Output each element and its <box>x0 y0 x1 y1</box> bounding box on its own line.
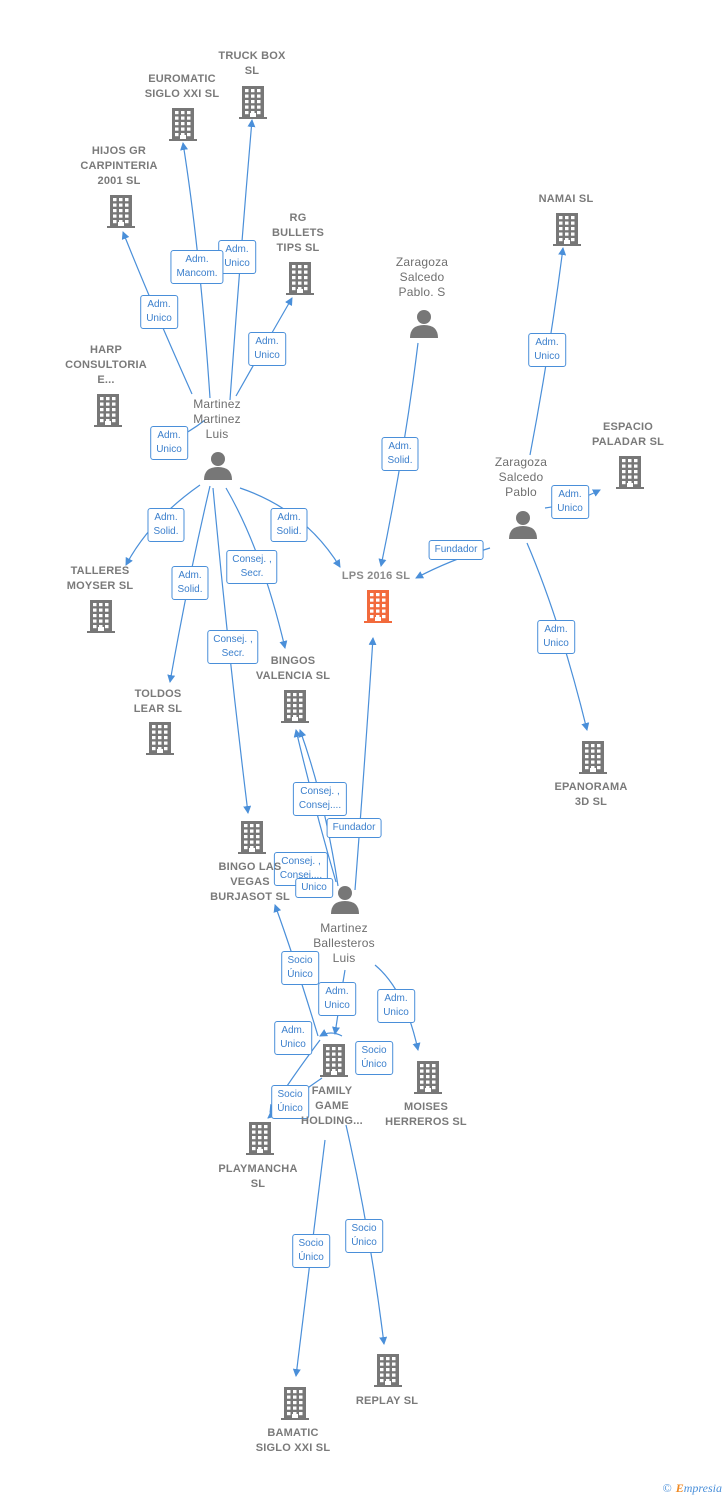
building-icon[interactable] <box>281 690 309 723</box>
building-icon[interactable] <box>579 741 607 774</box>
building-icon[interactable] <box>414 1061 442 1094</box>
building-icon[interactable] <box>169 108 197 141</box>
relation-label[interactable]: Adm.Unico <box>377 989 415 1023</box>
relation-label[interactable]: Adm.Unico <box>248 332 286 366</box>
relation-label[interactable]: Consej. ,Secr. <box>226 550 278 584</box>
building-icon[interactable] <box>286 262 314 295</box>
building-icon[interactable] <box>246 1122 274 1155</box>
relation-label[interactable]: Adm.Unico <box>150 426 188 460</box>
brand-footer[interactable]: ©Empresia <box>663 1481 722 1496</box>
building-icon[interactable] <box>87 600 115 633</box>
person-icon[interactable] <box>410 310 438 338</box>
relation-label[interactable]: Adm.Unico <box>318 982 356 1016</box>
relation-label[interactable]: Adm.Unico <box>537 620 575 654</box>
node-label-replay[interactable]: REPLAY SL <box>355 1395 419 1407</box>
person-icon[interactable] <box>509 511 537 539</box>
relation-label[interactable]: Fundador <box>326 818 382 838</box>
relation-label[interactable]: Adm.Unico <box>218 240 256 274</box>
relation-label[interactable]: Adm.Solid. <box>147 508 185 542</box>
building-icon[interactable] <box>239 86 267 119</box>
building-icon[interactable] <box>616 456 644 489</box>
relation-label[interactable]: Fundador <box>428 540 484 560</box>
relation-label[interactable]: Adm.Solid. <box>381 437 419 471</box>
building-icon[interactable] <box>364 590 392 623</box>
building-icon[interactable] <box>94 394 122 427</box>
brand-initial: E <box>675 1481 684 1495</box>
relation-label[interactable]: Adm.Solid. <box>171 566 209 600</box>
building-icon[interactable] <box>146 722 174 755</box>
building-icon[interactable] <box>320 1044 348 1077</box>
edge-family-to-moises <box>319 1029 343 1037</box>
relation-label[interactable]: Adm.Mancom. <box>170 250 224 284</box>
brand-name: mpresia <box>683 1481 722 1495</box>
relation-label[interactable]: Adm.Unico <box>528 333 566 367</box>
relation-label[interactable]: Consej. ,Secr. <box>207 630 259 664</box>
building-icon[interactable] <box>374 1354 402 1387</box>
node-label-lps[interactable]: LPS 2016 SL <box>341 570 411 582</box>
relation-label[interactable]: Adm.Unico <box>551 485 589 519</box>
node-label-namai[interactable]: NAMAI SL <box>538 193 594 205</box>
relation-label[interactable]: Consej. ,Consej.... <box>292 782 348 816</box>
relation-label[interactable]: Adm.Solid. <box>270 508 308 542</box>
building-icon[interactable] <box>553 213 581 246</box>
relation-label[interactable]: Unico <box>295 878 333 898</box>
building-icon[interactable] <box>107 195 135 228</box>
copyright-icon: © <box>662 1481 672 1495</box>
edge-mbl-to-lps <box>354 637 377 891</box>
relation-label[interactable]: Adm.Unico <box>274 1021 312 1055</box>
relation-label[interactable]: Adm.Unico <box>140 295 178 329</box>
person-icon[interactable] <box>331 886 359 914</box>
building-icon[interactable] <box>238 821 266 854</box>
person-icon[interactable] <box>204 452 232 480</box>
building-icon[interactable] <box>281 1387 309 1420</box>
